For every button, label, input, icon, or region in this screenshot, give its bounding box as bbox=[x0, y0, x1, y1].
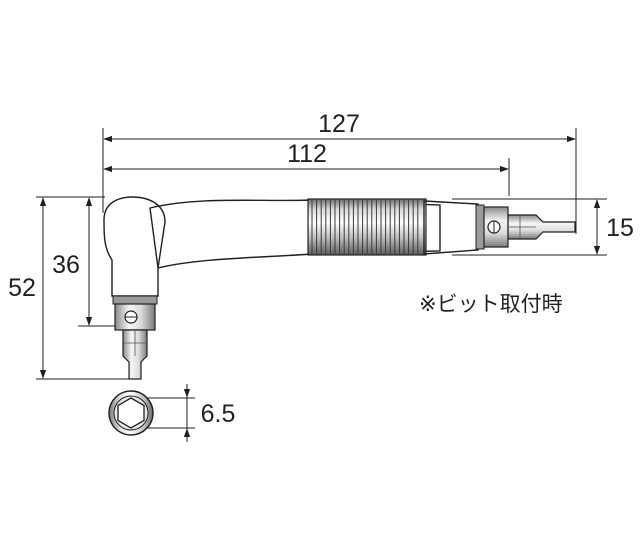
hex-socket-icon bbox=[117, 397, 145, 429]
dimension-127-label: 127 bbox=[318, 110, 360, 138]
dimension-6-5: 6.5 bbox=[183, 384, 236, 442]
dimension-52-label: 52 bbox=[8, 274, 36, 302]
angle-head bbox=[103, 196, 166, 297]
bottom-chuck bbox=[112, 295, 158, 380]
dimension-112: 112 bbox=[103, 140, 509, 173]
collar bbox=[423, 200, 479, 255]
dimension-6-5-label: 6.5 bbox=[201, 400, 236, 428]
right-chuck bbox=[475, 204, 576, 250]
note-bit-attached: ※ビット取付時 bbox=[419, 292, 563, 316]
dimension-127: 127 bbox=[103, 110, 576, 143]
dimension-36: 36 bbox=[52, 197, 93, 326]
dimension-36-label: 36 bbox=[52, 251, 80, 279]
right-bit bbox=[507, 214, 576, 240]
hex-socket-end-view bbox=[108, 390, 154, 436]
ribbed-grip bbox=[307, 198, 427, 256]
tool-body bbox=[103, 196, 576, 380]
extension-lines bbox=[36, 128, 607, 429]
dimension-112-label: 112 bbox=[287, 140, 327, 168]
handle-shaft bbox=[149, 199, 441, 269]
dimension-15-label: 15 bbox=[606, 214, 634, 242]
dimension-52: 52 bbox=[8, 197, 47, 379]
dimension-15: 15 bbox=[593, 199, 634, 255]
